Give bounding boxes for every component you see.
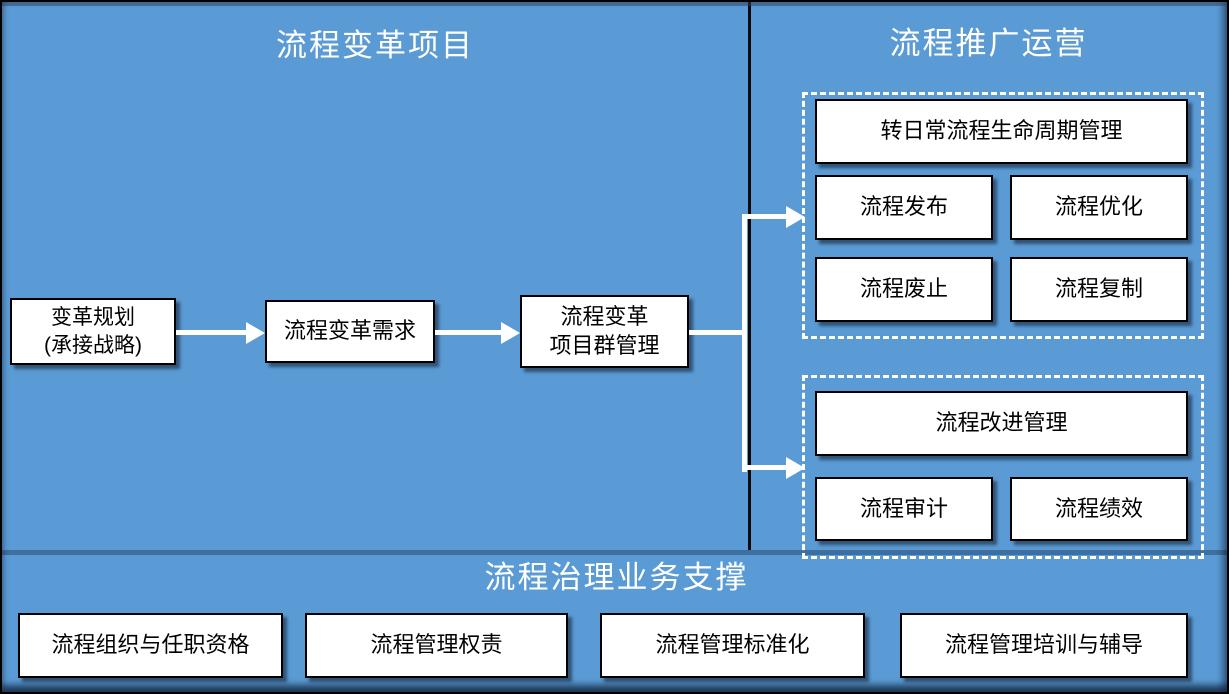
box-mgmt-responsibility: 流程管理权责 (305, 613, 568, 678)
vertical-divider (748, 2, 751, 554)
arrow-line-demand-to-program (435, 330, 503, 335)
arrow-head-to-improvement-group (786, 457, 805, 479)
connector-stem-line (689, 330, 745, 335)
box-lifecycle-header: 转日常流程生命周期管理 (815, 99, 1188, 164)
connector-vertical-line (742, 214, 747, 472)
box-process-performance: 流程绩效 (1010, 477, 1188, 541)
flow-box-program-mgmt: 流程变革 项目群管理 (520, 295, 689, 368)
box-process-optimize: 流程优化 (1010, 175, 1188, 240)
box-training-coaching: 流程管理培训与辅导 (900, 613, 1188, 678)
box-mgmt-standardization: 流程管理标准化 (600, 613, 865, 678)
section-title-governance-support: 流程治理业务支撑 (484, 560, 749, 595)
flow-box-change-demand: 流程变革需求 (265, 300, 435, 363)
arrow-line-planning-to-demand (176, 330, 248, 335)
dashed-group-improvement (802, 375, 1204, 559)
connector-top-branch-line (742, 214, 788, 219)
flow-box-change-planning: 变革规划 (承接战略) (10, 298, 176, 365)
box-org-qualification: 流程组织与任职资格 (18, 613, 283, 678)
section-title-change-project: 流程变革项目 (276, 28, 474, 63)
box-process-copy: 流程复制 (1010, 257, 1188, 322)
section-title-promotion-ops: 流程推广运营 (889, 26, 1088, 61)
box-process-publish: 流程发布 (815, 175, 993, 240)
horizontal-divider (2, 550, 1227, 555)
connector-bottom-branch-line (742, 465, 788, 470)
box-process-audit: 流程审计 (815, 477, 993, 541)
arrow-head-planning-to-demand (246, 322, 265, 344)
box-improvement-header: 流程改进管理 (815, 391, 1188, 456)
dashed-group-lifecycle (802, 92, 1204, 339)
box-process-abolish: 流程废止 (815, 257, 993, 322)
arrow-head-demand-to-program (501, 322, 520, 344)
arrow-head-to-lifecycle-group (786, 206, 805, 228)
